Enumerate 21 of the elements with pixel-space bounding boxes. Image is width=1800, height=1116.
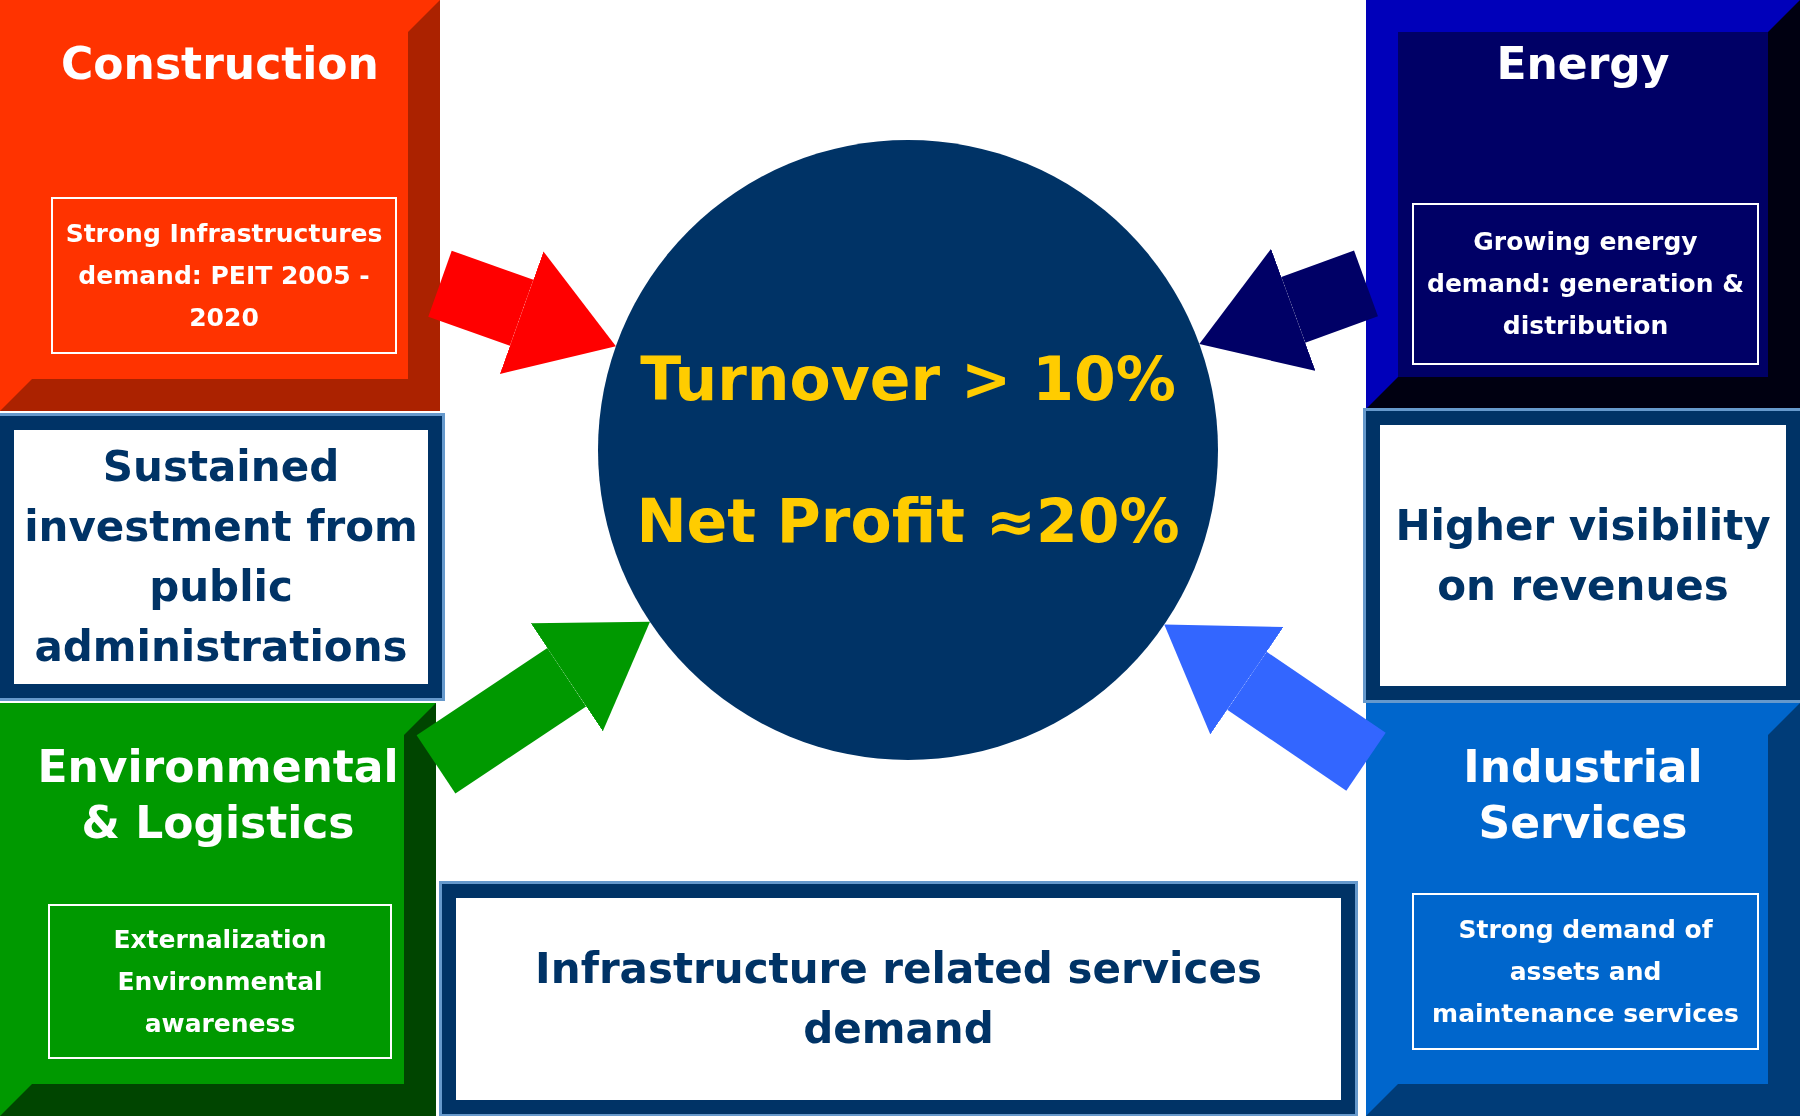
kpi-text: Turnover > 10% — [640, 343, 1176, 415]
info-box: Strong Infrastructures demand: PEIT 2005 - 2020 — [51, 197, 397, 354]
panel-title: Industrial Services — [1462, 740, 1704, 850]
statement-box: Sustained investment from public administrations — [0, 416, 442, 698]
sector-panel — [0, 703, 436, 1116]
sector-panel — [1366, 0, 1800, 409]
info-box: Growing energy demand: generation & distribution — [1412, 203, 1759, 365]
arrow — [416, 621, 650, 794]
arrow — [1199, 248, 1378, 371]
info-box: Externalization Environmental awareness — [48, 904, 392, 1059]
sector-panel — [1366, 703, 1800, 1116]
statement-box: Infrastructure related services demand — [442, 884, 1355, 1114]
panel-title: Energy — [1495, 37, 1671, 91]
arrow — [1164, 624, 1386, 791]
arrow — [428, 250, 616, 374]
info-box: Strong demand of assets and maintenance services — [1412, 893, 1759, 1050]
panel-title: Construction — [60, 37, 380, 91]
panel-title: Environmental & Logistics — [36, 740, 400, 850]
statement-box: Higher visibility on revenues — [1366, 411, 1800, 700]
sector-panel — [0, 0, 440, 411]
kpi-text: Net Profit ≈20% — [636, 485, 1180, 557]
